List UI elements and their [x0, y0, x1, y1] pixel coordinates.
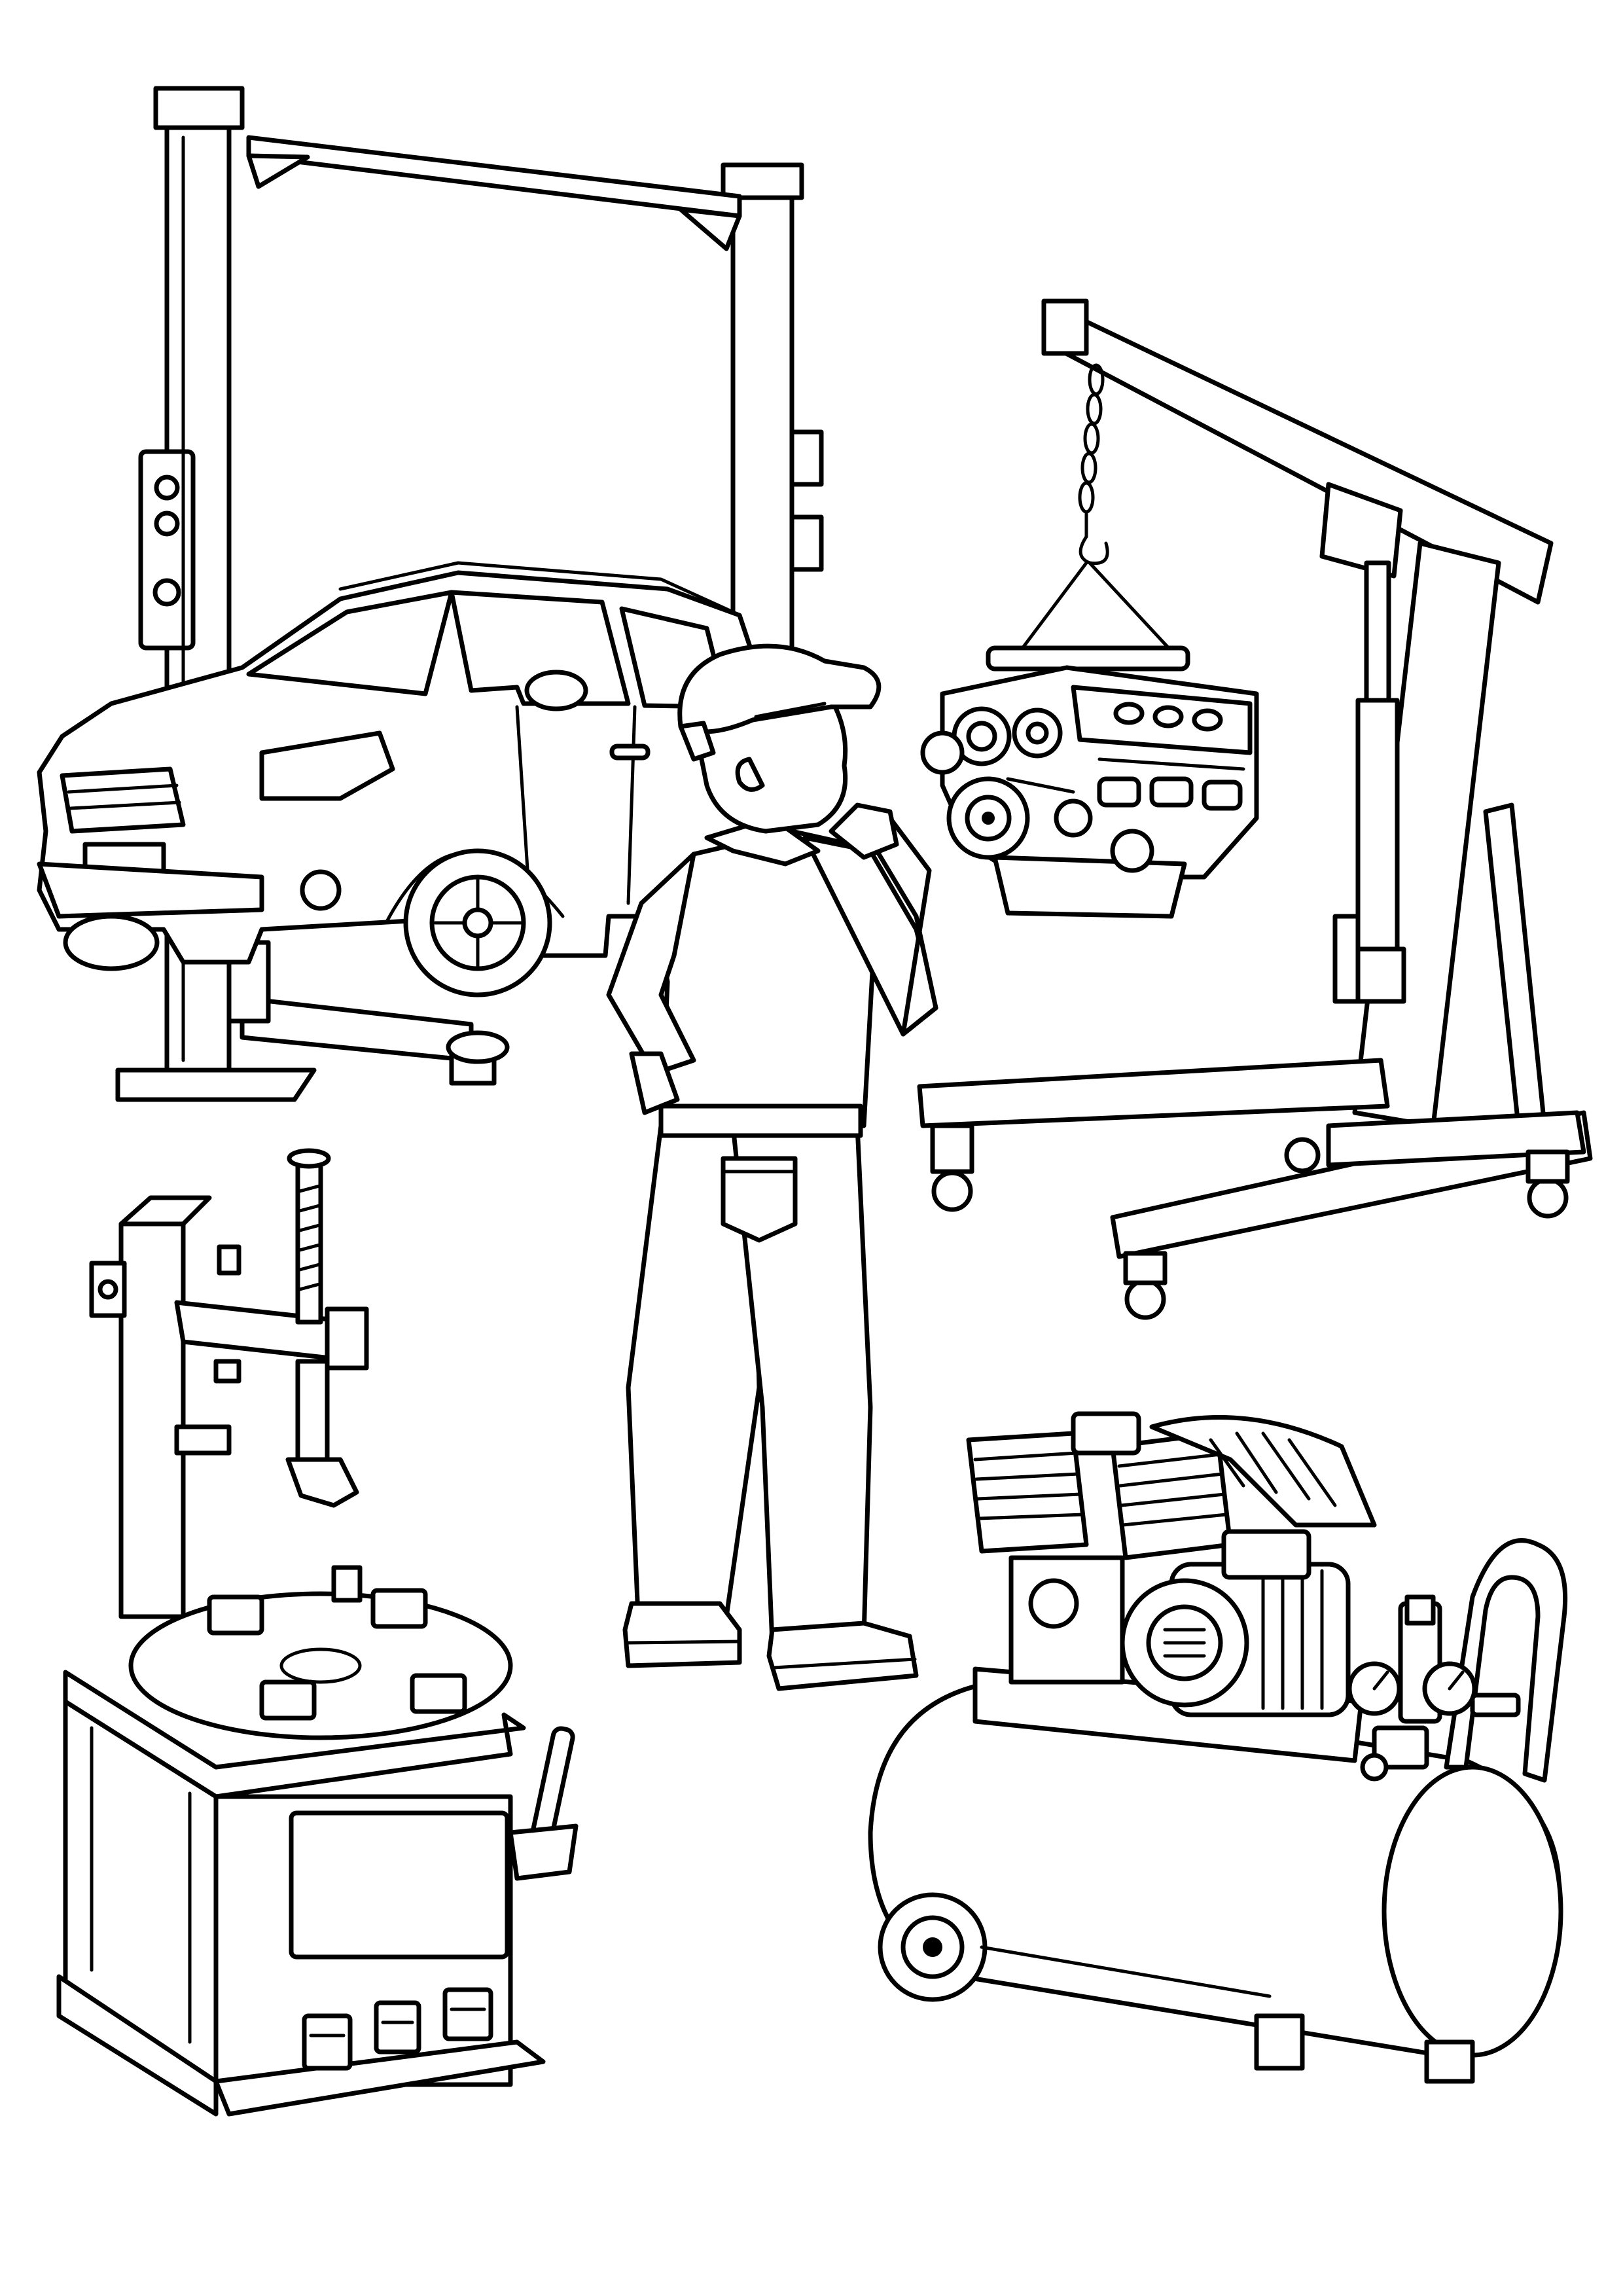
mechanic-arm-left: [606, 852, 696, 1076]
mechanic-cap-back: [678, 721, 716, 762]
hoist-chain: [1078, 363, 1105, 514]
lift-side-tab-1: [789, 429, 824, 487]
lift-brace-right: [678, 207, 742, 251]
compressor-foot-2: [1424, 2039, 1475, 2084]
lift-side-tab-2: [789, 514, 824, 572]
car-wheel-front-left: [63, 914, 160, 971]
compressor-valve: [1470, 1693, 1521, 1717]
changer-screw-threads: [298, 1184, 321, 1291]
mechanic-hand-right: [829, 802, 899, 860]
car-window-front: [449, 590, 631, 706]
changer-column-top: [118, 1195, 212, 1227]
car-fog-light: [300, 869, 342, 911]
compressor-handle: [1444, 1538, 1568, 1783]
changer-lever: [531, 1726, 575, 1841]
compressor-pump-head: [1008, 1555, 1125, 1685]
mechanic: [606, 643, 938, 1691]
mechanic-shoe-right: [766, 1621, 919, 1691]
hoist-base-beam: [1326, 1110, 1586, 1168]
hoist-pump-handle: [1332, 914, 1361, 1004]
lift-control-button-2: [154, 511, 180, 537]
air-compressor: [868, 1411, 1568, 2084]
lift-control-button-1: [154, 475, 180, 501]
lift-control-box: [138, 449, 196, 651]
car-door-handle: [609, 744, 651, 761]
car-grille: [60, 766, 186, 834]
mechanic-shoe-left: [622, 1601, 742, 1668]
hoist-leg-left: [917, 1058, 1390, 1128]
car-bumper: [37, 861, 264, 919]
hoist-caster-3: [1527, 1177, 1569, 1219]
lift-base-plate-left: [115, 1067, 317, 1102]
car-wheel-hub: [462, 907, 493, 939]
hoist-hook: [1079, 512, 1109, 565]
changer-knob: [217, 1244, 241, 1276]
mechanic-belt: [658, 1103, 863, 1138]
tire-changer: [56, 1148, 579, 2117]
changer-mount-head: [285, 1457, 359, 1508]
mechanic-hand-left: [629, 1051, 680, 1115]
lift-brace-left: [246, 153, 310, 189]
changer-base: [56, 1974, 219, 2117]
changer-jaw-2: [370, 1588, 428, 1629]
hoist-ram-rod: [1364, 560, 1391, 703]
compressor-motor-box: [1221, 1529, 1311, 1580]
lift-crossbar: [246, 135, 742, 219]
car-door-line: [626, 705, 637, 905]
changer-base-front: [213, 2039, 546, 2117]
changer-pedal-1: [302, 2013, 353, 2071]
engine-lift-bar: [986, 645, 1190, 672]
lift-arm: [240, 996, 474, 1063]
hoist-caster-4: [1284, 1137, 1321, 1174]
compressor-tank-end: [1382, 1765, 1563, 2058]
hoist-caster-2: [1124, 1278, 1166, 1320]
suv-car: [37, 561, 762, 997]
hoist-boom-bracket: [1319, 482, 1403, 579]
changer-column: [118, 1221, 186, 1619]
engine-alternator: [920, 730, 965, 775]
mechanic-back-pocket: [721, 1156, 798, 1243]
car-roof-rail: [338, 561, 735, 614]
changer-pedal-2: [374, 2000, 421, 2054]
engine-hoist: [917, 298, 1593, 1320]
hoist-caster-1: [931, 1170, 973, 1212]
changer-jaw-1: [207, 1594, 264, 1636]
hoist-boom-tip: [1041, 298, 1089, 356]
lift-post-left-cap: [153, 86, 245, 130]
car-headlight: [259, 730, 395, 801]
compressor-foot-1: [1254, 2013, 1305, 2071]
changer-mount-shaft: [295, 1359, 330, 1462]
changer-pedal-3: [442, 1987, 493, 2041]
lift-post-right-cap: [721, 162, 804, 200]
changer-cabinet-panel: [289, 1810, 510, 1960]
engine-oil-pan: [992, 855, 1187, 919]
lift-control-button-3: [152, 578, 181, 607]
changer-jaw-4: [410, 1673, 467, 1714]
mechanic-cap: [677, 643, 882, 734]
lift-pad: [446, 1030, 510, 1064]
hoist-brace: [1483, 802, 1547, 1128]
engine: [920, 645, 1259, 919]
compressor-motor-fins: [1261, 1569, 1324, 1710]
changer-arm-end: [325, 1306, 369, 1371]
hoist-ram-cylinder: [1355, 698, 1400, 952]
changer-turntable: [128, 1591, 513, 1740]
changer-clamp: [174, 1424, 232, 1456]
changer-jaw-3: [259, 1679, 317, 1721]
compressor-cylinder-left: [966, 1431, 1089, 1554]
changer-tool-cup: [508, 1823, 579, 1881]
mechanic-ear: [735, 757, 765, 792]
car-side-mirror: [524, 670, 588, 711]
